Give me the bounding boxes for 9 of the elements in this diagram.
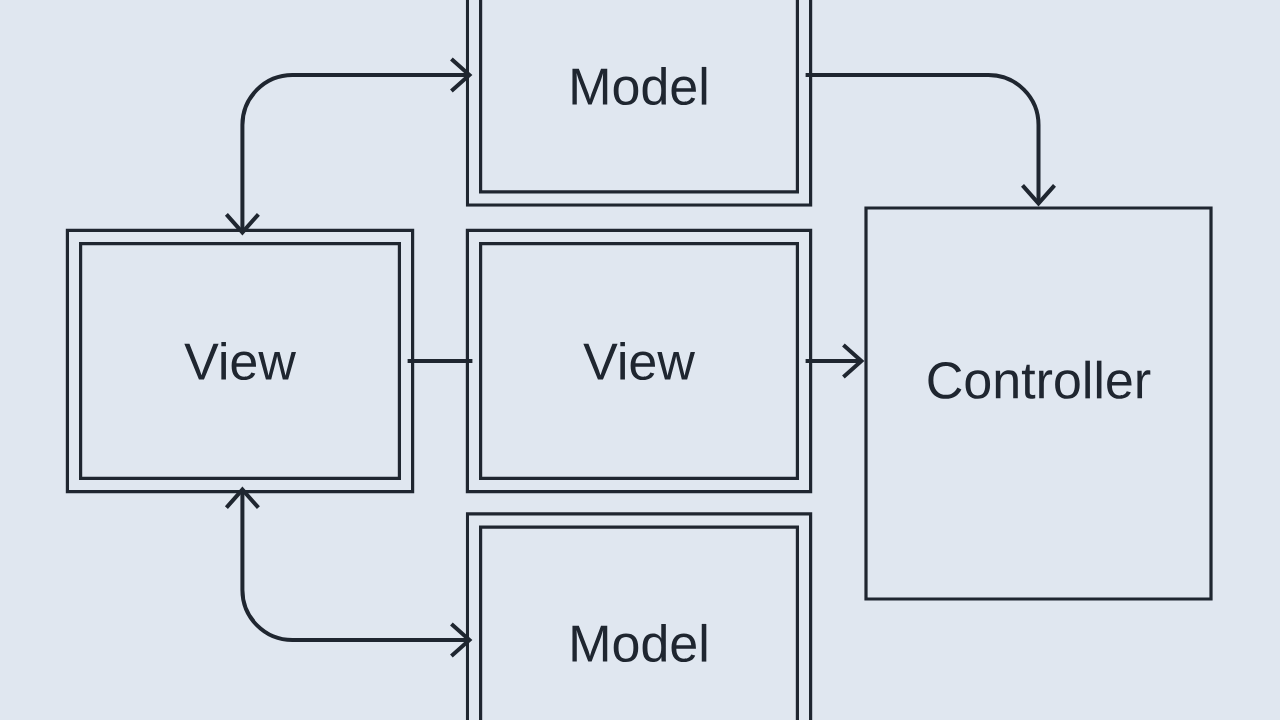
process-box: View [465, 228, 813, 494]
arrow [224, 57, 473, 236]
process-box: Controller [864, 206, 1213, 601]
process-box: View [65, 228, 415, 494]
arrow [805, 73, 1056, 207]
process-box: Model [465, 512, 813, 720]
arrow [224, 486, 473, 658]
process-box: Model [465, 0, 813, 207]
connector-line [407, 359, 473, 363]
